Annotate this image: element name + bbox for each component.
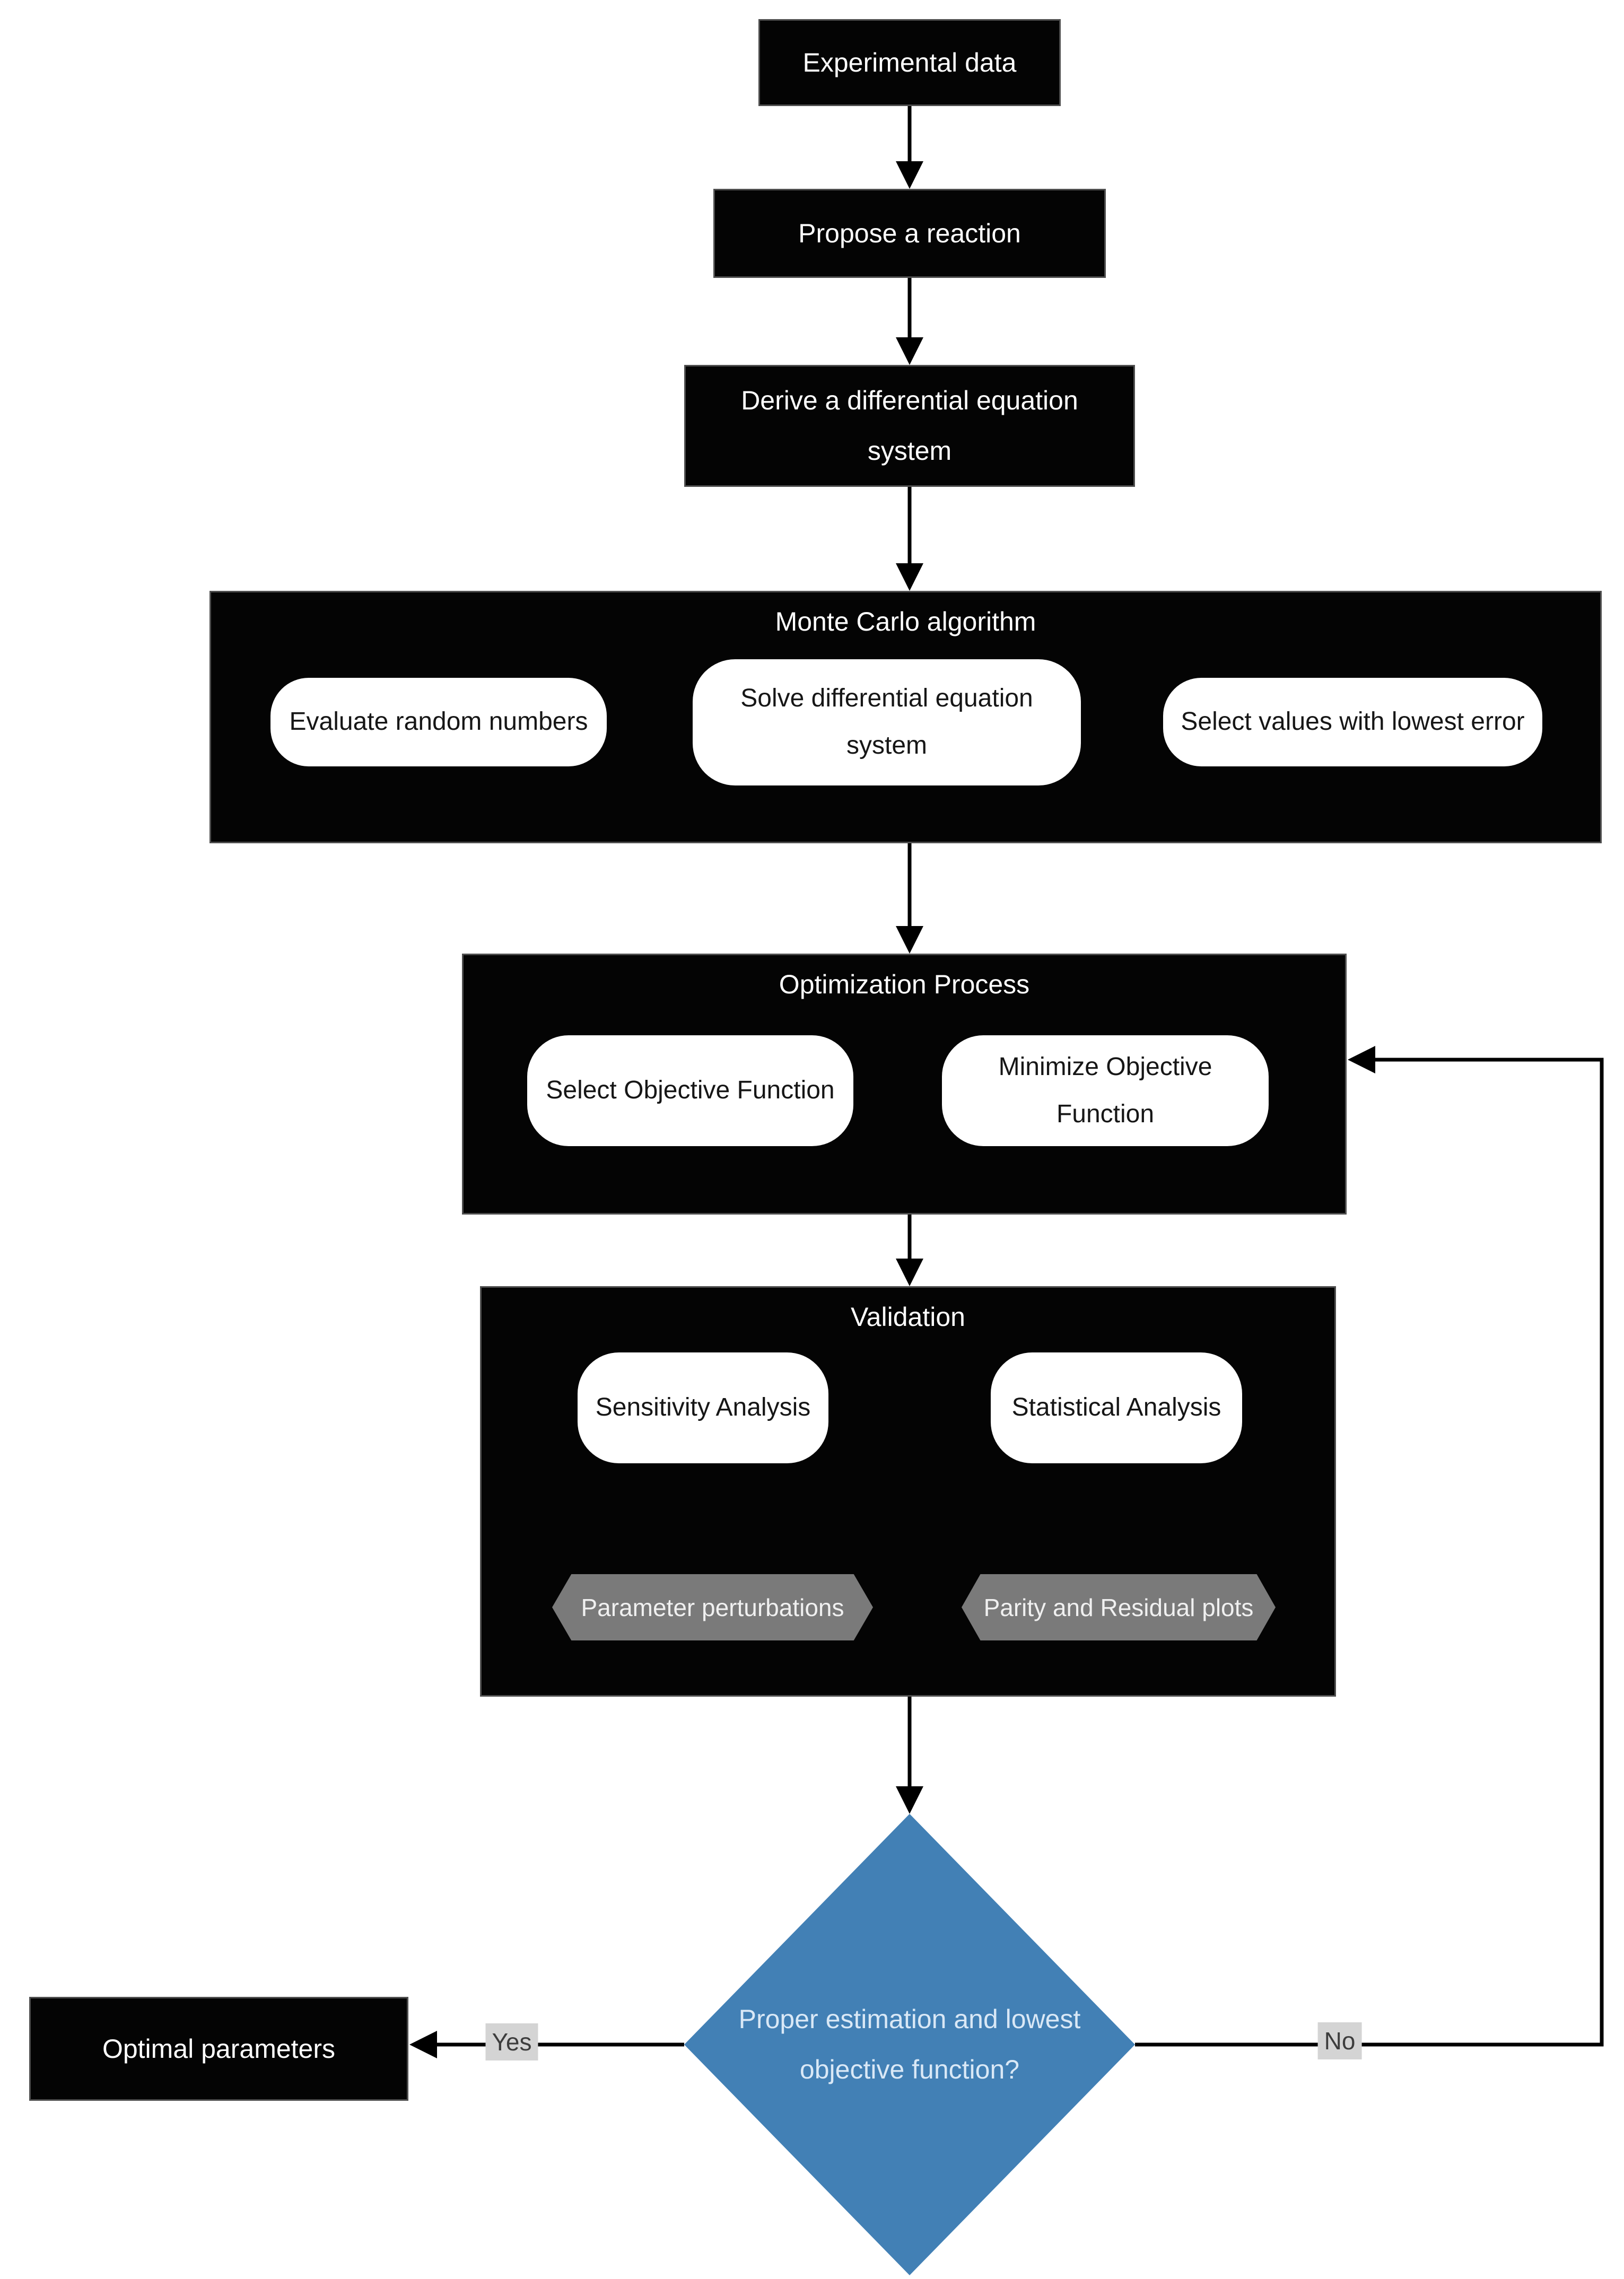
- node-experimental-data-label: Experimental data: [802, 47, 1017, 77]
- output-parameter-perturbations-label: Parameter perturbations: [581, 1593, 844, 1621]
- group-validation: Validation Sensitivity Analysis Statisti…: [480, 1286, 1336, 1697]
- step-minimize-objective-function-label: Minimize Objective Function: [998, 1052, 1212, 1128]
- node-experimental-data: Experimental data: [758, 19, 1061, 106]
- group-validation-title: Validation: [851, 1302, 965, 1332]
- decision-label-wrap: Proper estimation and lowest objective f…: [684, 1814, 1135, 2275]
- step-statistical-analysis: Statistical Analysis: [991, 1352, 1242, 1463]
- step-sensitivity-analysis-label: Sensitivity Analysis: [595, 1393, 811, 1422]
- output-parameter-perturbations: Parameter perturbations: [552, 1574, 873, 1640]
- output-parity-residual-plots-label: Parity and Residual plots: [983, 1593, 1254, 1621]
- edge-label-no: No: [1317, 2022, 1362, 2059]
- arrowhead-optimization-to-validation: [896, 1259, 923, 1286]
- step-solve-differential-system: Solve differential equation system: [693, 659, 1081, 785]
- group-monte-carlo: Monte Carlo algorithm Evaluate random nu…: [209, 591, 1602, 843]
- decision-proper-estimation: Proper estimation and lowest objective f…: [684, 1814, 1135, 2275]
- node-optimal-parameters-label: Optimal parameters: [102, 2033, 336, 2064]
- group-optimization-process-title: Optimization Process: [779, 970, 1030, 999]
- arrowhead-start-to-propose: [896, 161, 923, 189]
- node-propose-reaction: Propose a reaction: [713, 189, 1106, 278]
- step-evaluate-random-numbers: Evaluate random numbers: [270, 678, 607, 766]
- arrowhead-montecarlo-to-optimization: [896, 926, 923, 954]
- step-solve-differential-system-label: Solve differential equation system: [740, 684, 1033, 759]
- group-monte-carlo-title: Monte Carlo algorithm: [775, 607, 1036, 636]
- step-evaluate-random-numbers-label: Evaluate random numbers: [289, 708, 588, 736]
- decision-label: Proper estimation and lowest objective f…: [738, 2004, 1081, 2084]
- step-sensitivity-analysis: Sensitivity Analysis: [578, 1352, 828, 1463]
- arrowhead-no-to-minimize: [1348, 1046, 1375, 1073]
- step-select-lowest-error-label: Select values with lowest error: [1181, 708, 1525, 736]
- node-derive-system: Derive a differential equation system: [684, 365, 1135, 487]
- step-minimize-objective-function: Minimize Objective Function: [942, 1035, 1269, 1146]
- arrowhead-yes-to-result: [409, 2031, 437, 2058]
- arrowhead-validation-to-decision: [896, 1786, 923, 1814]
- arrowhead-derive-to-montecarlo: [896, 563, 923, 591]
- node-derive-system-label: Derive a differential equation system: [741, 386, 1078, 466]
- step-statistical-analysis-label: Statistical Analysis: [1011, 1393, 1221, 1422]
- step-select-objective-function: Select Objective Function: [527, 1035, 853, 1146]
- group-optimization-process: Optimization Process Select Objective Fu…: [462, 954, 1347, 1215]
- step-select-objective-function-label: Select Objective Function: [546, 1076, 835, 1105]
- arrowhead-propose-to-derive: [896, 337, 923, 365]
- node-propose-reaction-label: Propose a reaction: [798, 218, 1021, 248]
- node-optimal-parameters: Optimal parameters: [29, 1997, 408, 2101]
- step-select-lowest-error: Select values with lowest error: [1163, 678, 1542, 766]
- output-parity-residual-plots: Parity and Residual plots: [962, 1574, 1276, 1640]
- arrow-no-loop-line: [1135, 1058, 1604, 2047]
- edge-label-yes: Yes: [485, 2023, 538, 2060]
